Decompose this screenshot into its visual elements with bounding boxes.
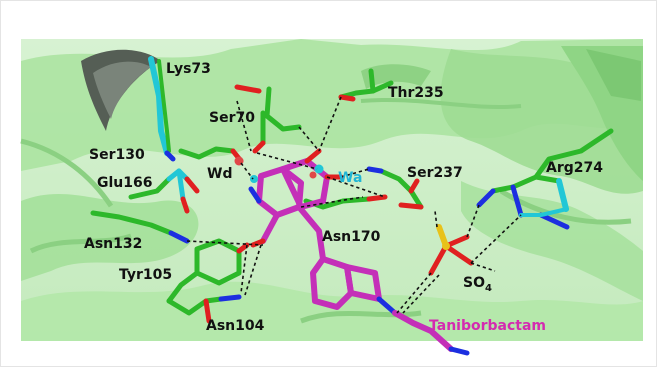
residue-thr235 xyxy=(338,68,394,102)
protein-cartoon xyxy=(20,39,643,341)
residue-asn104 xyxy=(166,294,242,324)
label-asn104: Asn104 xyxy=(206,318,265,334)
residue-asn132 xyxy=(90,210,190,244)
water-red-2-icon xyxy=(309,171,317,179)
label-wd: Wd xyxy=(207,166,232,182)
label-wa: Wa xyxy=(338,170,362,186)
residue-arg274 xyxy=(476,128,614,230)
water-molecules xyxy=(234,156,324,183)
label-ser237: Ser237 xyxy=(407,165,463,181)
label-glu166: Glu166 xyxy=(97,175,152,191)
label-tyr105: Tyr105 xyxy=(119,267,172,283)
water-cyan-1-icon xyxy=(250,175,258,183)
hydrogen-bonds xyxy=(186,96,522,314)
label-lys73: Lys73 xyxy=(166,61,211,77)
residue-labels: Lys73 Ser70 Thr235 Ser130 Wd Wa Ser237 A… xyxy=(84,61,603,334)
label-asn132: Asn132 xyxy=(84,236,142,252)
label-asn170: Asn170 xyxy=(322,229,381,245)
residue-ser70 xyxy=(234,84,302,154)
label-thr235: Thr235 xyxy=(388,85,444,101)
residue-ser237 xyxy=(366,166,424,210)
label-taniborbactam: Taniborbactam xyxy=(429,318,546,334)
ligand-taniborbactam xyxy=(248,148,470,356)
water-wa-icon xyxy=(314,164,324,174)
label-so4: SO4 xyxy=(463,275,492,294)
sulfate-so4 xyxy=(428,224,474,276)
residue-lys73 xyxy=(148,56,176,162)
label-ser70: Ser70 xyxy=(209,110,255,126)
residue-tyr105 xyxy=(166,238,250,304)
residue-glu166 xyxy=(128,168,200,214)
label-ser130: Ser130 xyxy=(89,147,145,163)
label-arg274: Arg274 xyxy=(546,160,603,176)
